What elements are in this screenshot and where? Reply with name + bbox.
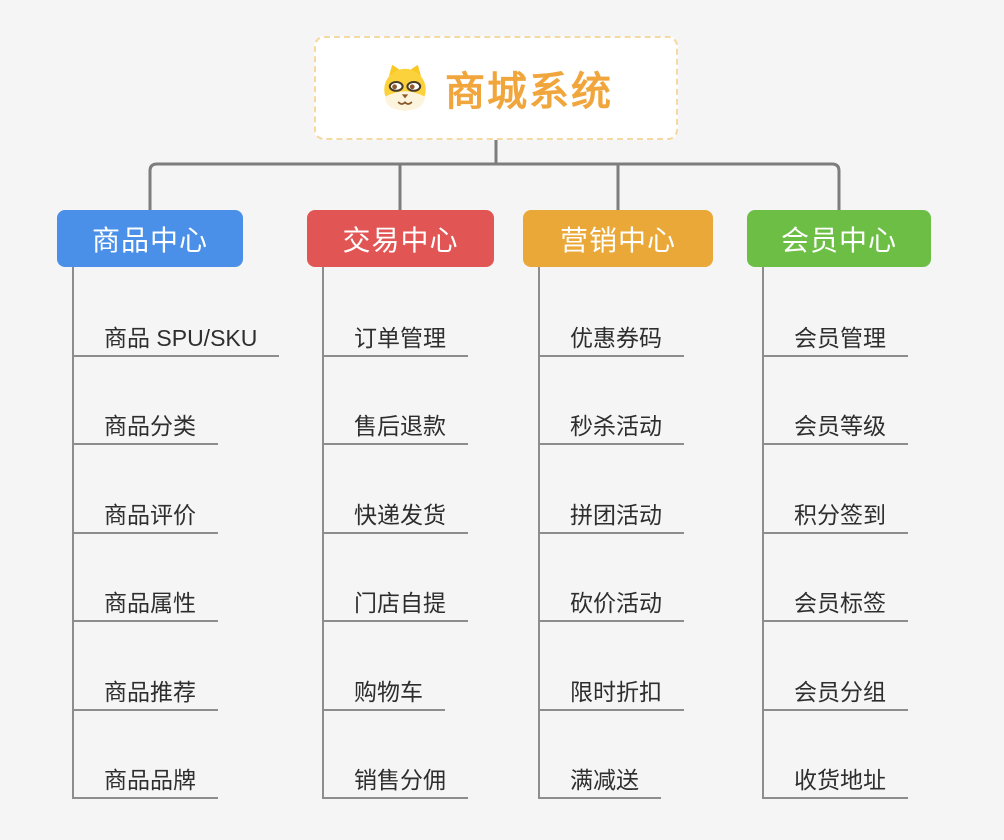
leaf-node[interactable]: 快递发货 [322, 494, 468, 534]
leaf-node[interactable]: 积分签到 [762, 494, 908, 534]
branch-node-label: 交易中心 [342, 224, 459, 256]
branch-node-member-center[interactable]: 会员中心 [747, 210, 931, 267]
leaf-node[interactable]: 商品 SPU/SKU [72, 317, 280, 357]
leaf-node[interactable]: 售后退款 [322, 405, 468, 445]
branch-children-column-product: 商品 SPU/SKU 商品分类 商品评价 商品属性 商品推荐 商品品牌 [72, 267, 332, 807]
dog-face-icon [384, 64, 426, 111]
leaf-node[interactable]: 会员等级 [762, 405, 908, 445]
leaf-node[interactable]: 砍价活动 [538, 582, 684, 622]
leaf-node[interactable]: 商品评价 [72, 494, 218, 534]
leaf-node[interactable]: 优惠券码 [538, 317, 684, 357]
leaf-node[interactable]: 秒杀活动 [538, 405, 684, 445]
leaf-node[interactable]: 商品推荐 [72, 671, 218, 711]
branch-node-label: 商品中心 [91, 224, 208, 256]
branch-node-label: 会员中心 [780, 224, 897, 256]
branch-node-marketing-center[interactable]: 营销中心 [523, 210, 713, 267]
leaf-node[interactable]: 商品品牌 [72, 759, 218, 799]
branch-node-product-center[interactable]: 商品中心 [57, 210, 243, 267]
leaf-node[interactable]: 会员分组 [762, 671, 908, 711]
leaf-node[interactable]: 拼团活动 [538, 494, 684, 534]
branch-children-column-marketing: 优惠券码 秒杀活动 拼团活动 砍价活动 限时折扣 满减送 [538, 267, 798, 807]
branch-node-label: 营销中心 [559, 224, 676, 256]
branch-children-column-member: 会员管理 会员等级 积分签到 会员标签 会员分组 收货地址 [762, 267, 1004, 807]
root-node[interactable]: 商城系统 [314, 36, 678, 140]
leaf-node[interactable]: 订单管理 [322, 317, 468, 357]
leaf-node[interactable]: 购物车 [322, 671, 445, 711]
leaf-node[interactable]: 商品属性 [72, 582, 218, 622]
branch-node-trade-center[interactable]: 交易中心 [307, 210, 494, 267]
leaf-node[interactable]: 销售分佣 [322, 759, 468, 799]
root-node-label: 商城系统 [445, 70, 613, 114]
leaf-node[interactable]: 满减送 [538, 759, 661, 799]
leaf-node[interactable]: 收货地址 [762, 759, 908, 799]
branch-children-column-trade: 订单管理 售后退款 快递发货 门店自提 购物车 销售分佣 [322, 267, 582, 807]
leaf-node[interactable]: 门店自提 [322, 582, 468, 622]
leaf-node[interactable]: 会员标签 [762, 582, 908, 622]
leaf-node[interactable]: 商品分类 [72, 405, 218, 445]
leaf-node[interactable]: 限时折扣 [538, 671, 684, 711]
leaf-node[interactable]: 会员管理 [762, 317, 908, 357]
